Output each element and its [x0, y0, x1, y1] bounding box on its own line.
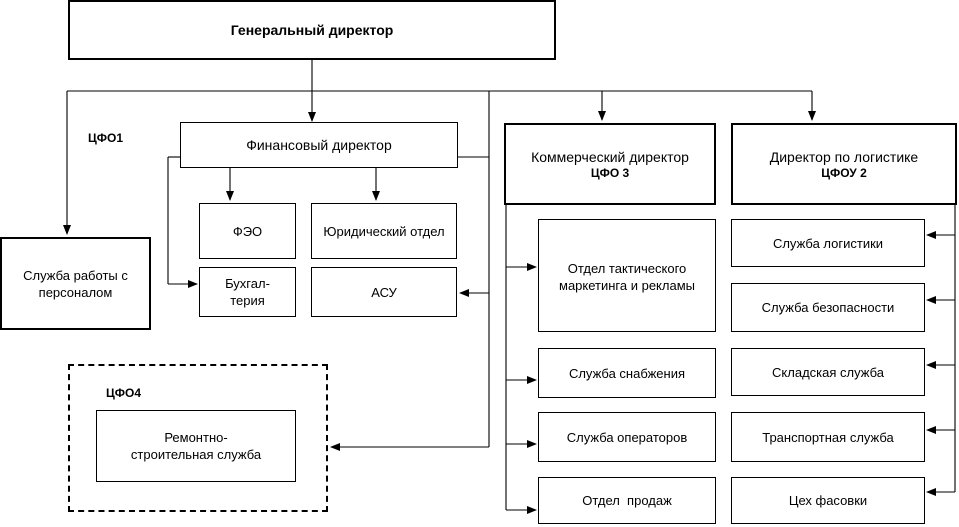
accounting-line2: терия	[230, 293, 265, 308]
personnel-service-box: Служба работы с персоналом	[0, 237, 151, 330]
cfo4-group	[68, 364, 328, 512]
repair-service-box: Ремонтно- строительная служба	[96, 410, 296, 482]
marketing-dept-line1: Отдел тактического	[567, 261, 687, 276]
accounting-box: Бухгал- терия	[199, 267, 296, 317]
security-service-box: Служба безопасности	[731, 283, 925, 332]
logistics-director-box: Директор по логистике ЦФОУ 2	[731, 123, 957, 205]
warehouse-service-box: Складская служба	[731, 348, 925, 396]
repair-service-line2: строительная служба	[130, 447, 262, 462]
feo-label: ФЭО	[232, 223, 263, 239]
packing-shop-box: Цех фасовки	[731, 477, 925, 524]
transport-service-box: Транспортная служба	[731, 412, 925, 462]
general-director-label: Генеральный директор	[230, 21, 394, 38]
cfo4-label: ЦФО4	[106, 386, 142, 400]
logistics-director-cfo: ЦФОУ 2	[821, 165, 867, 180]
commercial-director-box: Коммерческий директор ЦФО 3	[504, 123, 716, 205]
sales-dept-box: Отдел продаж	[538, 477, 716, 524]
financial-director-label: Финансовый директор	[246, 136, 392, 153]
financial-director-box: Финансовый директор	[180, 122, 458, 168]
legal-dept-label: Юридический отдел	[323, 223, 445, 239]
operators-service-label: Служба операторов	[566, 429, 688, 445]
security-service-label: Служба безопасности	[761, 300, 895, 315]
logistics-director-label: Директор по логистике	[769, 148, 919, 165]
commercial-director-cfo: ЦФО 3	[590, 165, 630, 180]
marketing-dept-box: Отдел тактического маркетинга и рекламы	[538, 219, 716, 332]
repair-service-line1: Ремонтно-	[164, 430, 228, 445]
operators-service-box: Служба операторов	[538, 412, 716, 462]
feo-box: ФЭО	[199, 203, 296, 259]
logistics-service-box: Служба логистики	[731, 219, 925, 267]
supply-service-label: Служба снабжения	[568, 365, 686, 381]
supply-service-box: Служба снабжения	[538, 348, 716, 398]
marketing-dept-line2: маркетинга и рекламы	[559, 278, 695, 293]
legal-dept-box: Юридический отдел	[311, 203, 457, 259]
warehouse-service-label: Складская служба	[772, 364, 884, 380]
asu-box: АСУ	[311, 267, 457, 317]
sales-dept-label: Отдел продаж	[582, 493, 672, 508]
cfo1-label: ЦФО1	[88, 131, 124, 145]
packing-shop-label: Цех фасовки	[788, 493, 868, 508]
personnel-service-line1: Служба работы с	[23, 267, 128, 283]
commercial-director-label: Коммерческий директор	[531, 148, 689, 165]
personnel-service-line2: персоналом	[38, 284, 113, 300]
asu-label: АСУ	[371, 284, 397, 300]
general-director-box: Генеральный директор	[68, 0, 556, 60]
accounting-line1: Бухгал-	[225, 276, 270, 291]
transport-service-label: Транспортная служба	[762, 429, 894, 445]
logistics-service-label: Служба логистики	[772, 235, 884, 251]
